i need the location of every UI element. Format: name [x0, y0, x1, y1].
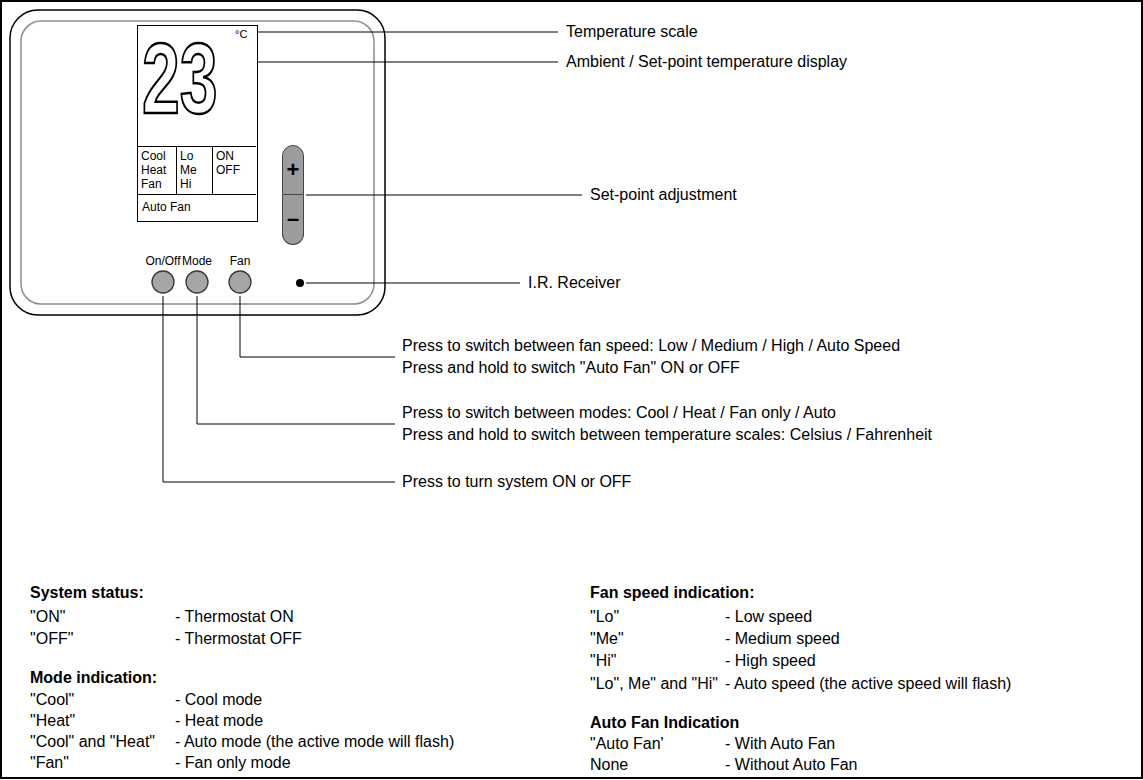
- ir-receiver: [296, 279, 304, 287]
- callout-text: Press to switch between fan speed: Low /…: [402, 337, 900, 355]
- legend-entry: "Cool": [30, 691, 74, 709]
- legend-entry: - Thermostat ON: [175, 608, 294, 626]
- callout-text: Press and hold to switch "Auto Fan" ON o…: [402, 359, 740, 377]
- push-button: [185, 268, 209, 294]
- legend-entry: - Without Auto Fan: [725, 756, 858, 774]
- legend-entry: - Thermostat OFF: [175, 630, 302, 648]
- button-label: On/Off: [145, 254, 180, 268]
- section-heading: Mode indication:: [30, 669, 157, 687]
- legend-entry: "Heat": [30, 712, 75, 730]
- callout-text: Temperature scale: [566, 23, 698, 41]
- indicator-text: OFF: [216, 163, 253, 177]
- indicator-text: Fan: [141, 177, 173, 191]
- auto-fan-cell: Auto Fan: [138, 194, 256, 220]
- increase-button: +: [282, 145, 304, 195]
- legend-entry: - Fan only mode: [175, 754, 291, 772]
- leader-line: [163, 296, 395, 482]
- leader-line: [240, 296, 395, 357]
- lcd-display: 23°CCoolHeatFanLoMeHiONOFFAuto Fan: [137, 25, 258, 222]
- legend-entry: - High speed: [725, 652, 816, 670]
- leader-line: [236, 62, 558, 63]
- legend-entry: "Me": [590, 630, 624, 648]
- legend-entry: - Medium speed: [725, 630, 840, 648]
- legend-entry: "Fan": [30, 754, 69, 772]
- button-label: Fan: [228, 254, 252, 268]
- legend-entry: "Auto Fan': [590, 735, 664, 753]
- push-button-cap: [186, 271, 208, 293]
- button-label: Mode: [182, 254, 212, 268]
- leader-line: [306, 195, 582, 196]
- callout-text: Press to switch between modes: Cool / He…: [402, 404, 836, 422]
- legend-entry: - Cool mode: [175, 691, 262, 709]
- leader-line: [197, 296, 395, 424]
- section-heading: Auto Fan Indication: [590, 714, 739, 732]
- legend-entry: "Lo", Me" and "Hi": [590, 675, 718, 693]
- section-heading: System status:: [30, 584, 144, 602]
- temperature-readout: 23: [142, 28, 218, 128]
- legend-entry: "ON": [30, 608, 65, 626]
- leader-line: [306, 283, 520, 284]
- indicator-text: Me: [180, 163, 209, 177]
- legend-entry: "OFF": [30, 630, 73, 648]
- legend-entry: "Hi": [590, 652, 616, 670]
- legend-entry: - Low speed: [725, 608, 812, 626]
- indicator-text: Heat: [141, 163, 173, 177]
- system-status-cell: ONOFF: [213, 146, 256, 194]
- fan-button: Fan: [226, 254, 254, 294]
- mode-indicator-cell: CoolHeatFan: [138, 146, 177, 194]
- indicator-text: Hi: [180, 177, 209, 191]
- fan-speed-cell: LoMeHi: [177, 146, 213, 194]
- thermostat-housing: [10, 10, 385, 315]
- indicator-text: Cool: [141, 149, 173, 163]
- indicator-text: ON: [216, 149, 253, 163]
- callout-text: Ambient / Set-point temperature display: [566, 53, 847, 71]
- legend-entry: - Heat mode: [175, 712, 263, 730]
- indicator-text: Auto Fan: [142, 200, 252, 214]
- push-button: [151, 268, 175, 294]
- legend-entry: "Cool" and "Heat": [30, 733, 155, 751]
- callout-text: Press to turn system ON or OFF: [402, 473, 631, 491]
- legend-entry: - Auto speed (the active speed will flas…: [725, 675, 1011, 693]
- decrease-button: –: [282, 195, 304, 245]
- callout-text: Press and hold to switch between tempera…: [402, 426, 932, 444]
- leader-line: [256, 32, 558, 33]
- temperature-unit: °C: [235, 28, 247, 41]
- mode-button: Mode: [180, 254, 214, 294]
- indicator-text: Lo: [180, 149, 209, 163]
- section-heading: Fan speed indication:: [590, 584, 754, 602]
- legend-entry: - With Auto Fan: [725, 735, 835, 753]
- callout-text: I.R. Receiver: [528, 274, 620, 292]
- legend-entry: "Lo": [590, 608, 619, 626]
- housing-face: [21, 21, 374, 304]
- button-symbol: –: [283, 195, 303, 243]
- legend-entry: None: [590, 756, 628, 774]
- on-off-button: On/Off: [143, 254, 182, 294]
- push-button-cap: [229, 271, 251, 293]
- callout-text: Set-point adjustment: [590, 186, 737, 204]
- button-symbol: +: [283, 146, 303, 194]
- legend-entry: - Auto mode (the active mode will flash): [175, 733, 454, 751]
- push-button: [228, 268, 252, 294]
- push-button-cap: [152, 271, 174, 293]
